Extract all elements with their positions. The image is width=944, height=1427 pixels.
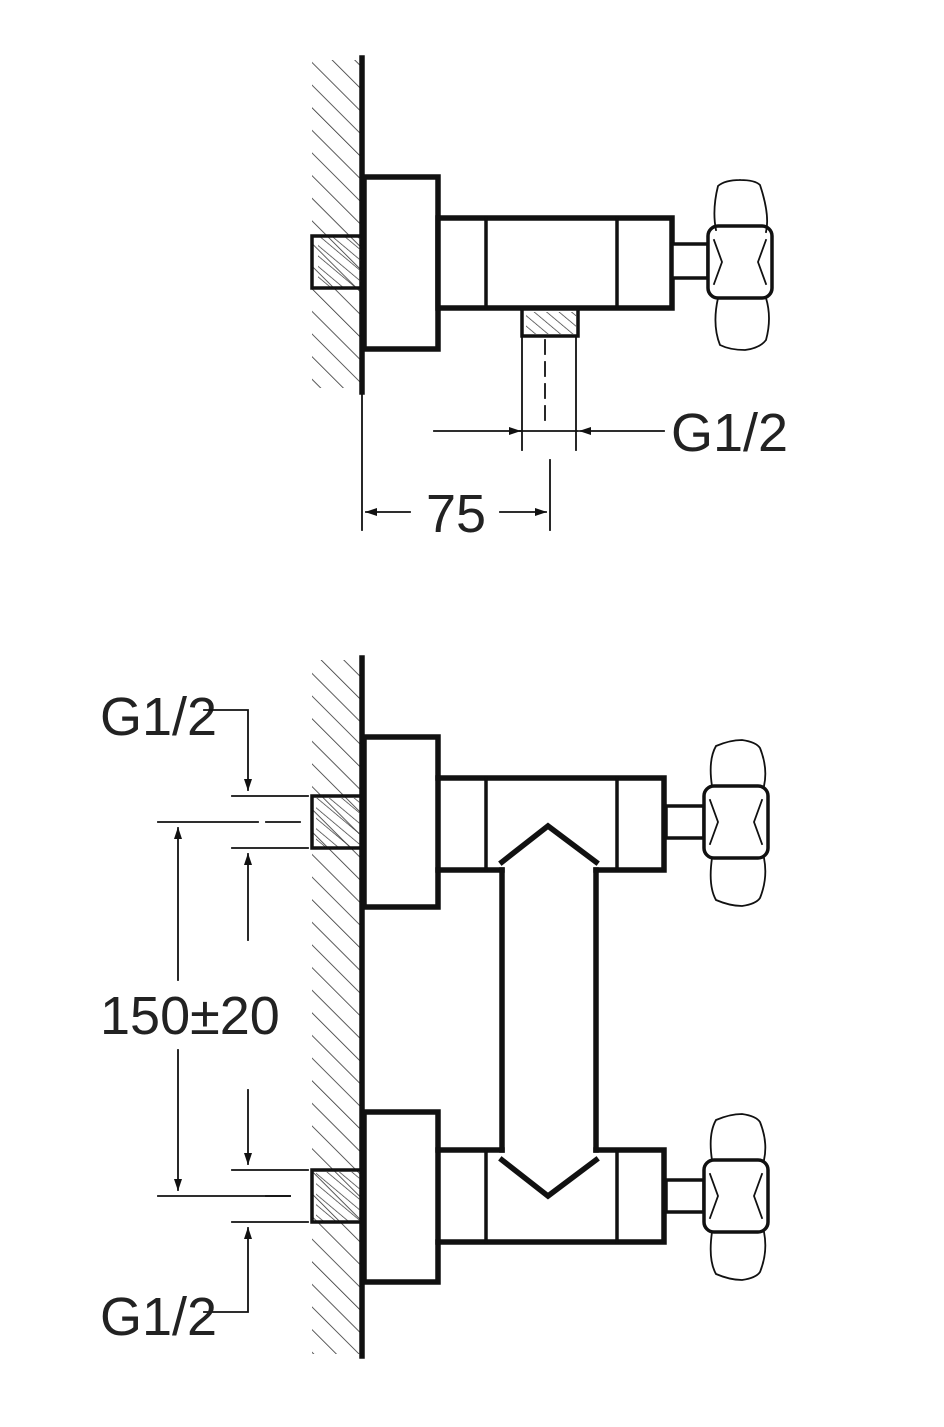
upper-inlet-label: G1/2 [100, 687, 217, 747]
dim-wall-offset: 75 [361, 394, 547, 544]
inlet-nipple-top [310, 234, 364, 290]
mixer-body-lower [435, 1147, 667, 1245]
inlet-nipple-upper [310, 794, 364, 850]
mount-block-top [361, 174, 441, 352]
mixer-body-top [435, 215, 675, 311]
wall-bottom [312, 655, 365, 1359]
handle-lower [664, 1113, 770, 1281]
vertical-column [498, 822, 600, 1200]
lower-inlet-label: G1/2 [100, 1287, 217, 1347]
inlet-nipple-lower [310, 1168, 364, 1224]
dim-outlet-thread: G1/2 [433, 403, 788, 463]
mount-block-upper [361, 734, 441, 910]
outlet-thread [520, 306, 580, 531]
wall-top [312, 55, 365, 395]
mount-block-lower [361, 1109, 441, 1285]
handle-upper [664, 739, 770, 907]
dim-upper-inlet: G1/2 [100, 687, 309, 941]
wall-offset-label: 75 [426, 484, 486, 544]
dim-lower-inlet: G1/2 [100, 1089, 309, 1347]
handle-top [670, 179, 774, 351]
outlet-thread-label: G1/2 [671, 403, 788, 463]
front-view: G1/2 150±20 G1/2 [100, 655, 770, 1359]
mixer-body-upper [435, 775, 667, 873]
dim-inlet-spacing: 150±20 [100, 821, 291, 1197]
inlet-spacing-label: 150±20 [100, 986, 280, 1046]
side-view: G1/2 75 [310, 55, 788, 544]
